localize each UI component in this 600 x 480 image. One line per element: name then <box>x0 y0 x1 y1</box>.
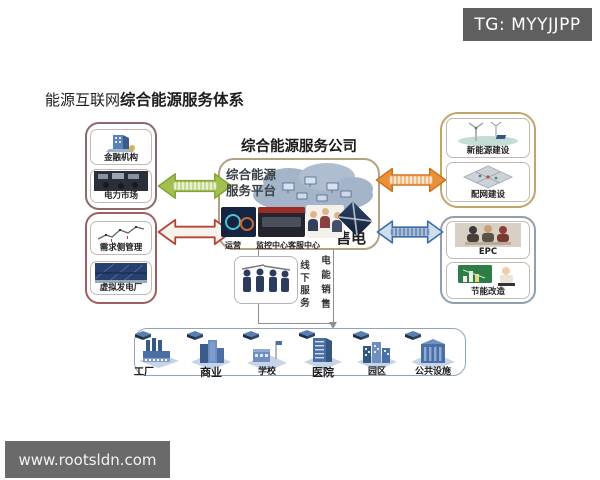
wind-turbine-icon <box>458 121 518 146</box>
public-facility-icon <box>411 339 455 370</box>
card-label: 电力市场 <box>103 191 138 202</box>
power-sales-label: 电能销售 <box>319 255 330 313</box>
consumer-label: 商业 <box>200 366 222 379</box>
page-title: 能源互联网综合能源服务体系 <box>45 88 244 110</box>
consumer-school: 学校 <box>242 330 292 377</box>
operation-dashboard-image <box>221 207 256 237</box>
card-demand-side: 需求侧管理 <box>90 220 152 255</box>
commercial-buildings-icon <box>191 340 231 370</box>
operation-label: 运营 <box>225 241 241 250</box>
consumer-campus: 园区 <box>352 330 402 377</box>
field-crew-card <box>234 256 298 304</box>
card-power-market: 电力市场 <box>90 169 152 204</box>
grid-map-icon <box>462 165 514 189</box>
banner-strip <box>258 207 305 213</box>
card-new-energy: 新能源建设 <box>446 118 530 158</box>
company-title: 综合能源服务公司 <box>241 139 357 155</box>
arrow-caption-blur <box>390 176 432 184</box>
platform-title: 综合能源 服务平台 <box>226 167 276 199</box>
tg-badge: TG: MYYJJPP <box>463 8 592 41</box>
person-icon <box>332 212 342 232</box>
offline-service-label: 线下服务 <box>298 260 309 310</box>
smart-meter-icon <box>405 331 421 340</box>
customer-service-image <box>306 205 344 238</box>
card-label: 新能源建设 <box>466 146 510 156</box>
arrow-caption-blur <box>174 182 216 190</box>
school-icon <box>247 341 287 370</box>
card-distribution-network: 配网建设 <box>446 162 530 202</box>
smart-meter-icon <box>135 331 151 340</box>
smart-meter-icon <box>187 331 203 340</box>
consumer-factory: 工厂 <box>134 330 184 378</box>
consumer-hospital: 医院 <box>298 329 348 380</box>
card-financial-institution: 金融机构 <box>90 128 152 165</box>
card-label: 需求侧管理 <box>99 242 143 253</box>
construction-arrow <box>375 165 447 195</box>
card-label: 金融机构 <box>103 152 138 163</box>
bank-building-icon <box>106 134 135 152</box>
monitor-service-label: 监控中心客服中心 <box>256 241 320 250</box>
workers-icon <box>241 264 291 292</box>
group-finance-market: 金融机构 电力市场 <box>85 122 157 210</box>
bus-line <box>258 323 334 324</box>
platform-cloud-icon <box>253 163 373 214</box>
person-icon <box>320 208 330 228</box>
card-label: 配网建设 <box>470 190 505 200</box>
down-arrow-icon <box>329 322 337 329</box>
consumer-label: 园区 <box>367 367 386 377</box>
monitoring-center-image <box>258 207 305 237</box>
gauge-icon <box>240 217 254 231</box>
smart-meter-icon <box>243 331 259 340</box>
factory-icon <box>139 338 179 368</box>
group-engineering: EPC 节能改造 <box>440 216 536 304</box>
engineering-arrow <box>376 217 444 247</box>
consumer-label: 学校 <box>257 367 276 377</box>
card-label: 虚拟发电厂 <box>99 283 143 294</box>
card-epc: EPC <box>446 221 530 259</box>
epc-team-photo <box>455 223 521 247</box>
power-sales-line <box>333 250 334 322</box>
power-market-photo <box>94 171 148 192</box>
platform-line1: 综合能源 <box>226 167 277 182</box>
person-icon <box>308 211 318 231</box>
smart-meter-icon <box>353 331 369 340</box>
consumer-label: 工厂 <box>134 367 154 378</box>
watermark-badge: www.rootsldn.com <box>5 441 170 478</box>
group-construction: 新能源建设 配网建设 <box>440 112 536 208</box>
finance-market-arrow <box>157 170 233 202</box>
card-energy-retrofit: 节能改造 <box>446 262 530 299</box>
title-emphasis: 综合能源服务体系 <box>120 91 245 109</box>
energy-saving-chart-icon <box>458 265 515 286</box>
hospital-icon <box>304 338 342 370</box>
title-prefix: 能源互联网 <box>45 91 121 109</box>
consumer-public-facility: 公共设施 <box>404 330 462 377</box>
gauge-icon <box>225 214 241 230</box>
demand-curve-icon <box>95 222 147 243</box>
consumer-commercial: 商业 <box>186 330 236 380</box>
screen-strip <box>262 217 301 227</box>
smart-meter-icon <box>299 330 315 339</box>
campus-buildings-icon <box>357 342 397 370</box>
group-demand-virtualplant: 需求侧管理 虚拟发电厂 <box>85 212 157 304</box>
consumer-label: 公共设施 <box>414 367 451 377</box>
platform-line2: 服务平台 <box>226 183 277 198</box>
card-virtual-plant: 虚拟发电厂 <box>90 261 152 296</box>
arrow-caption-blur <box>391 228 429 236</box>
card-label: EPC <box>478 247 498 257</box>
consumer-label: 医院 <box>312 366 334 379</box>
card-label: 节能改造 <box>470 287 505 297</box>
solar-panel-photo <box>95 263 147 284</box>
